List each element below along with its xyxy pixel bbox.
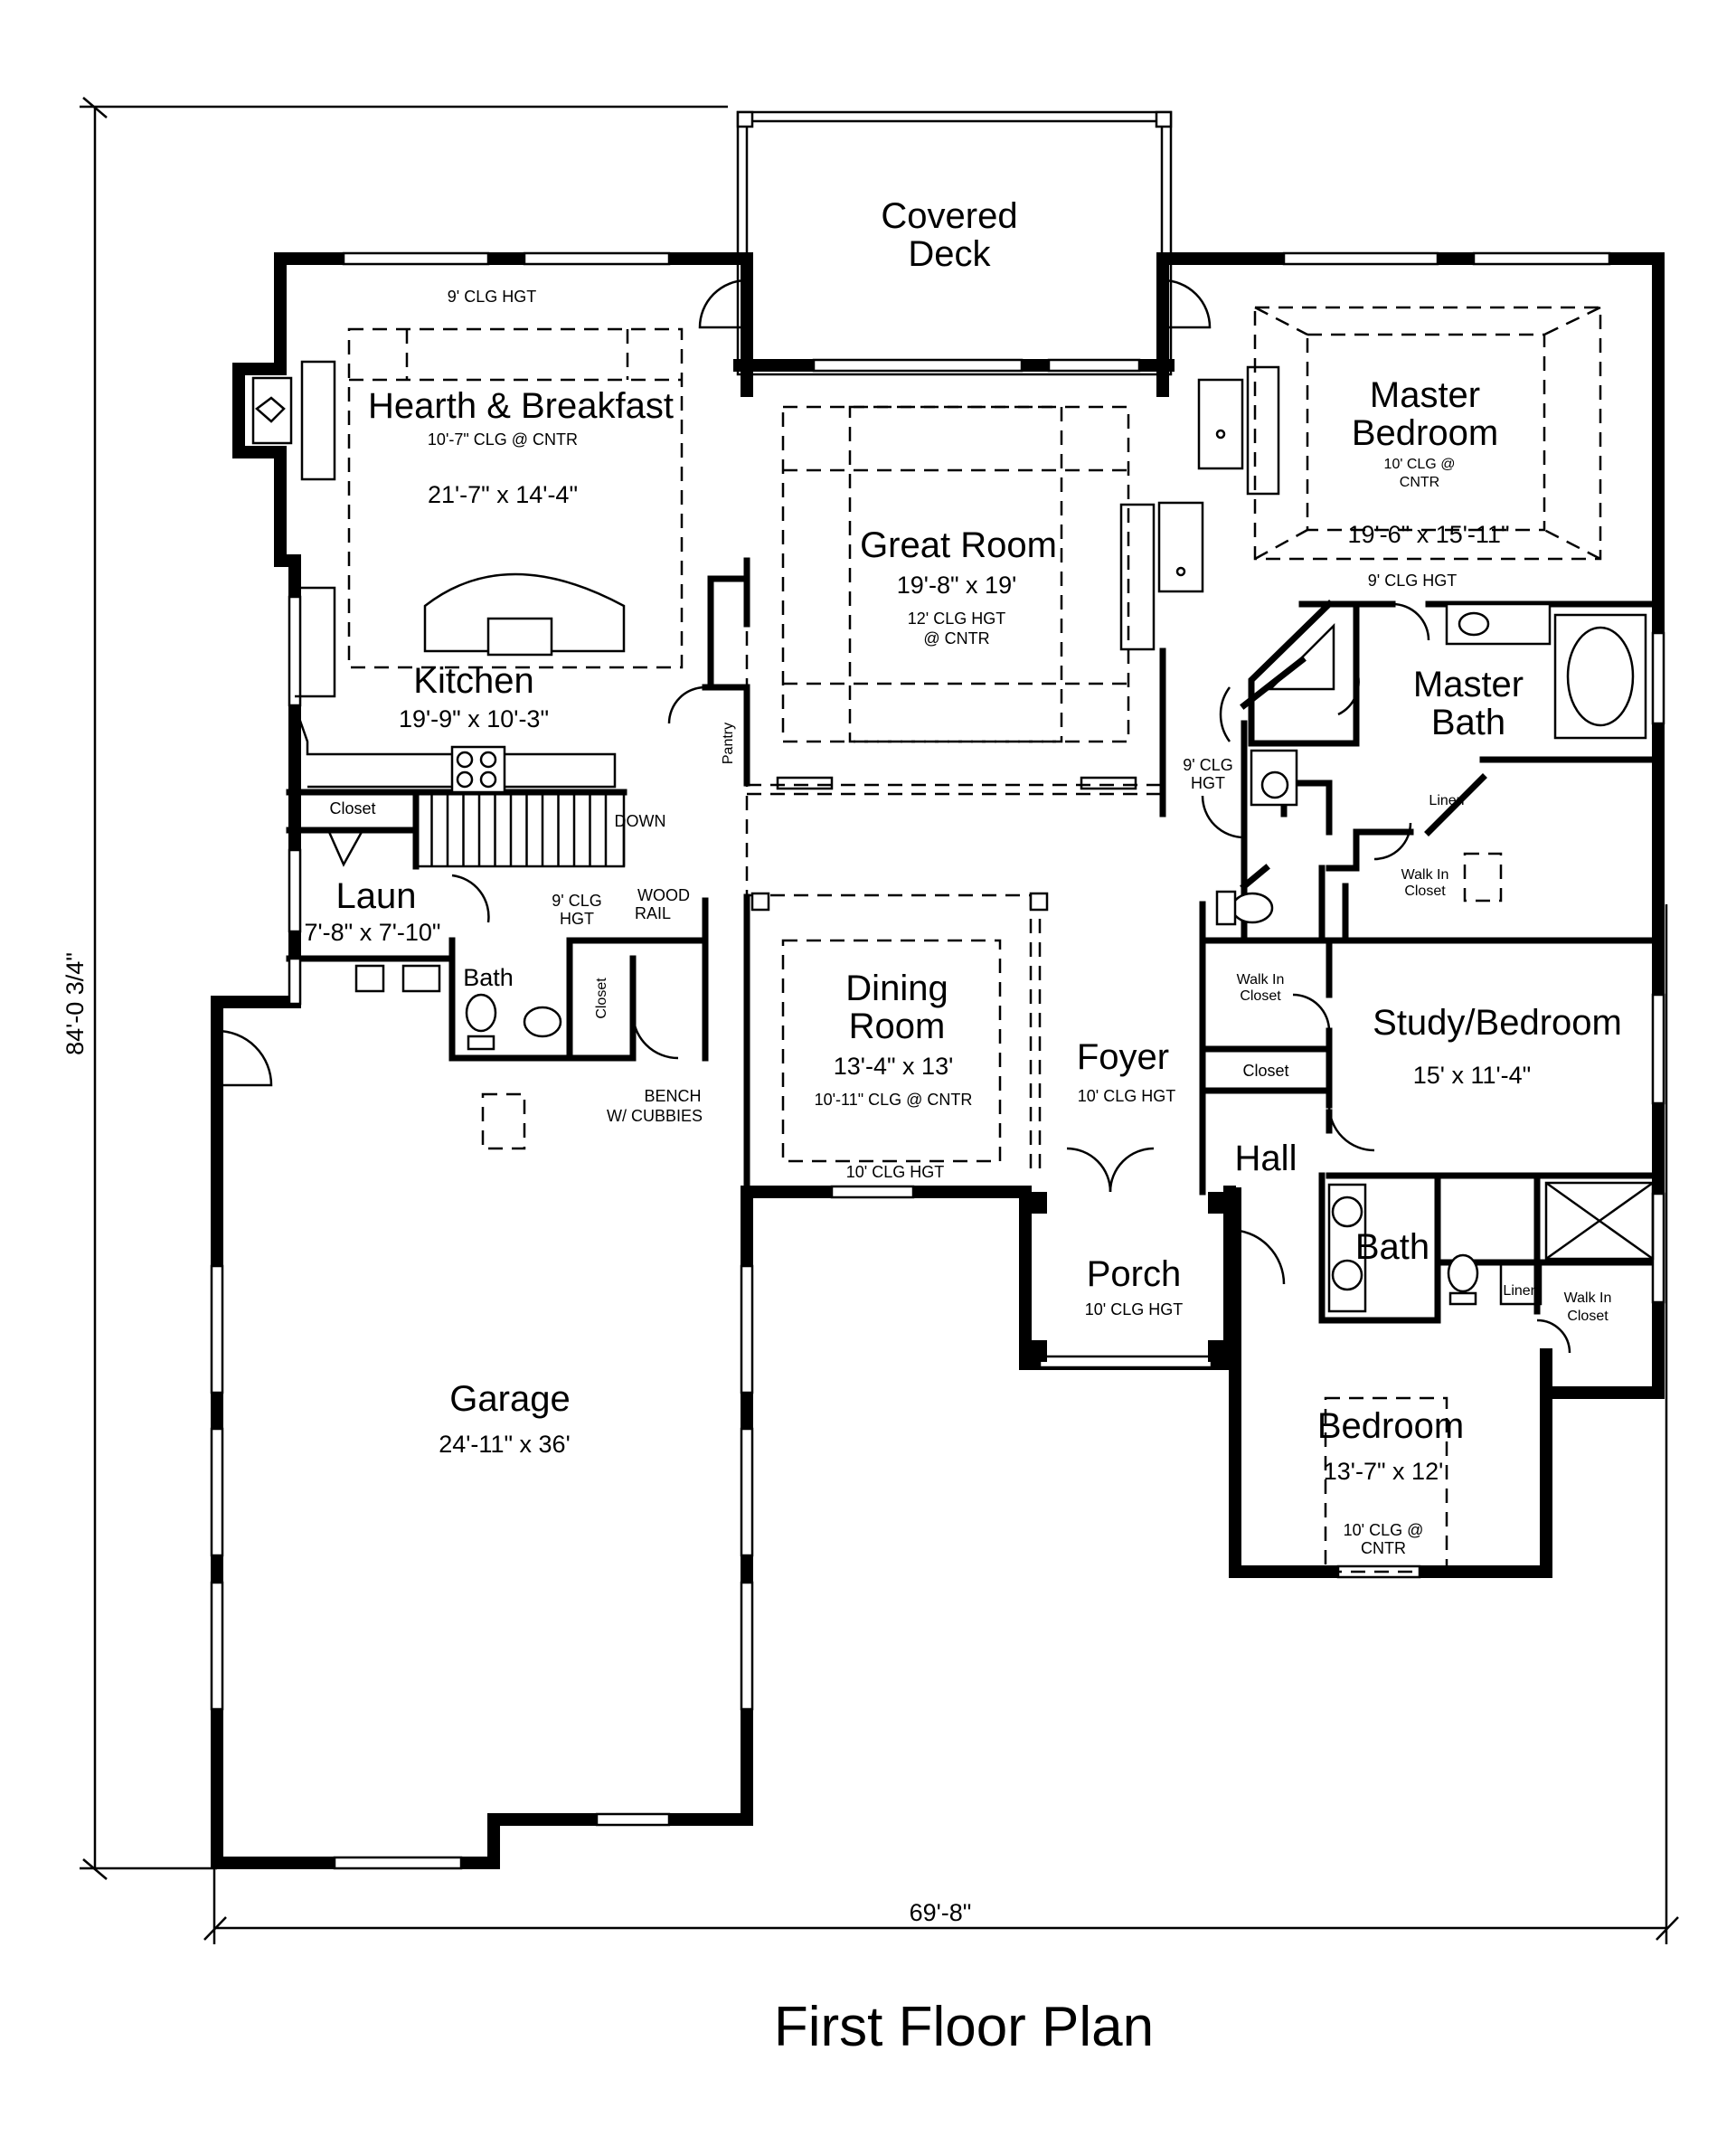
master-bedroom-clg-bottom: 9' CLG HGT [1368,572,1457,590]
garage-size: 24'-11" x 36' [439,1431,570,1458]
covered-deck-label-2: Deck [908,234,991,274]
ceiling-soffit-lines [347,306,1602,1574]
kitchen-size: 19'-9" x 10'-3" [399,705,549,732]
study-name: Study/Bedroom [1373,1003,1622,1043]
great-room-size: 19'-8" x 19' [897,572,1016,599]
bath2-name: Bath [1355,1227,1429,1267]
study-walk-in-label-2: Closet [1240,988,1281,1004]
dining-label-2: Room [849,1007,946,1046]
hall-closet-label: Closet [1242,1062,1288,1080]
pantry-label: Pantry [721,723,736,764]
master-bath-label-1: Master [1413,665,1524,704]
covered-deck-label-1: Covered [881,196,1017,236]
foyer-name: Foyer [1077,1037,1169,1077]
bedroom-clg-1: 10' CLG @ [1344,1521,1424,1539]
bedroom-name: Bedroom [1317,1406,1464,1446]
great-room-clg-1: 12' CLG HGT [908,610,1005,628]
laun-closet-label: Closet [329,799,375,818]
depth-dimension: 84'-0 3/4" [61,952,89,1055]
wood-rail-label-1: WOOD [637,886,690,904]
hall-clg-label-2: HGT [1191,774,1225,792]
stair [414,790,626,868]
bed-walk-in-label-1: Walk In [1564,1290,1612,1306]
hall-clg-label-1: 9' CLG [1183,756,1232,774]
bedroom-size: 13'-7" x 12' [1324,1458,1443,1485]
half-bath-label: Bath [463,964,514,991]
wood-rail-label-2: RAIL [635,904,671,922]
stair-down-label: DOWN [615,812,666,830]
great-room-clg-2: @ CNTR [923,629,989,647]
hall-name: Hall [1235,1139,1297,1178]
mud-closet-label: Closet [594,978,609,1019]
porch-clg: 10' CLG HGT [1085,1300,1183,1318]
fireplaces [251,360,1280,651]
plan-title: First Floor Plan [774,1996,1154,2058]
hearth-clg-top: 9' CLG HGT [448,288,536,306]
mud-clg-label-1: 9' CLG [552,892,601,910]
master-bedroom-clg-2: CNTR [1400,475,1439,490]
study-size: 15' x 11'-4" [1413,1062,1531,1089]
master-bedroom-size: 19'-6" x 15'-11" [1347,521,1509,548]
room-labels: Covered Deck 9' CLG HGT Hearth & Breakfa… [304,196,1621,1557]
study-walk-in-label-1: Walk In [1237,972,1285,988]
master-bedroom-clg-1: 10' CLG @ [1384,457,1456,472]
laun-name: Laun [336,876,417,916]
bedroom-clg-2: CNTR [1361,1539,1406,1557]
hearth-name: Hearth & Breakfast [368,386,674,426]
master-walk-in-label-1: Walk In [1401,867,1449,883]
width-dimension: 69'-8" [910,1899,972,1926]
doors [216,279,1571,1354]
dining-size: 13'-4" x 13' [834,1053,953,1080]
hearth-size: 21'-7" x 14'-4" [428,481,578,508]
kitchen-name: Kitchen [413,661,533,701]
dining-clg: 10'-11" CLG @ CNTR [815,1091,973,1109]
dimension-lines [80,97,1679,1944]
bench-label-1: BENCH [644,1087,701,1105]
laun-size: 7'-8" x 7'-10" [304,919,440,946]
porch-name: Porch [1087,1254,1182,1294]
structural-columns [750,892,1230,1362]
mud-clg-label-2: HGT [560,910,594,928]
foyer-clg: 10' CLG HGT [1078,1087,1175,1105]
great-room-name: Great Room [860,525,1057,565]
bath-fixtures [465,602,1655,1313]
bath2-linen-label: Linen [1503,1283,1538,1299]
master-bedroom-label-1: Master [1370,375,1480,415]
kitchen-fixtures [293,572,626,993]
hearth-clg: 10'-7" CLG @ CNTR [428,430,578,449]
windows [210,251,1665,1870]
bench-label-2: W/ CUBBIES [607,1107,703,1125]
dining-clg-bottom: 10' CLG HGT [846,1163,944,1181]
master-walk-in-label-2: Closet [1404,884,1446,899]
bed-walk-in-label-2: Closet [1567,1309,1609,1324]
garage-name: Garage [449,1379,570,1419]
master-bedroom-label-2: Bedroom [1352,413,1498,453]
master-linen-label: Linen [1429,793,1464,808]
master-bath-label-2: Bath [1431,703,1505,742]
dining-label-1: Dining [845,969,948,1008]
